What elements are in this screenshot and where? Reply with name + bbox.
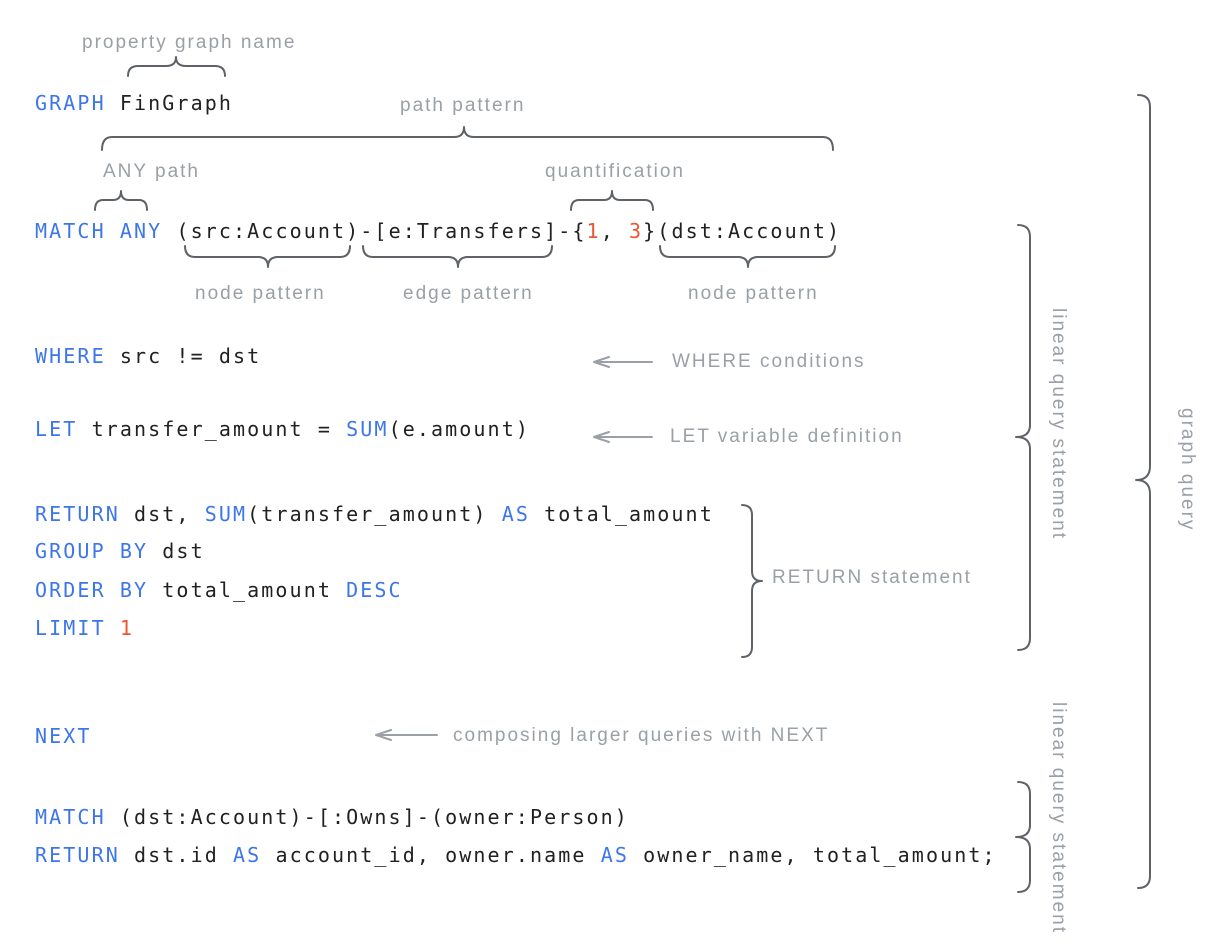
linear-query-statement-2-brace bbox=[1015, 781, 1031, 893]
code-token-kw: GROUP BY bbox=[35, 539, 149, 563]
any-path-label: ANY path bbox=[103, 161, 200, 182]
code-token-kw: MATCH bbox=[35, 805, 106, 829]
code-token-kw: LET bbox=[35, 417, 78, 441]
code-token-num: 1 bbox=[119, 616, 135, 640]
code-token-kw: MATCH bbox=[35, 219, 106, 243]
code-token-kw: ANY bbox=[119, 219, 163, 243]
node-pattern-2-brace bbox=[659, 245, 836, 268]
code-token-kw: LIMIT bbox=[35, 616, 106, 640]
code-line-next: NEXT bbox=[35, 721, 92, 751]
code-token-kw: ORDER BY bbox=[35, 578, 149, 602]
node-pattern-1-brace bbox=[184, 245, 351, 268]
code-token-code bbox=[106, 616, 120, 640]
code-token-kw: AS bbox=[233, 843, 262, 867]
code-token-code: FinGraph bbox=[105, 91, 233, 115]
any-path-brace bbox=[94, 190, 148, 211]
code-token-code: src != dst bbox=[105, 344, 262, 368]
code-token-code: , bbox=[600, 219, 629, 243]
code-token-code: (transfer_amount) bbox=[247, 502, 502, 526]
linear-query-statement-1-brace bbox=[1015, 224, 1031, 651]
node-pattern-1-label: node pattern bbox=[195, 283, 326, 304]
code-token-num: 1 bbox=[586, 219, 601, 243]
let-variable-definition-arrow bbox=[593, 431, 653, 443]
code-token-code: }(dst:Account) bbox=[643, 219, 842, 243]
return-statement-brace bbox=[741, 504, 763, 658]
code-line-match-owns: MATCH (dst:Account)-[:Owns]-(owner:Perso… bbox=[35, 802, 629, 832]
path-pattern-brace bbox=[101, 126, 834, 151]
code-token-kw: RETURN bbox=[35, 502, 120, 526]
code-token-code: (src:Account)-[e:Transfers]-{ bbox=[162, 219, 587, 243]
where-conditions-arrow bbox=[593, 356, 653, 368]
code-token-code bbox=[106, 219, 120, 243]
let-variable-definition-label: LET variable definition bbox=[670, 426, 904, 447]
graph-query-brace bbox=[1135, 94, 1151, 889]
code-token-kw: WHERE bbox=[35, 344, 106, 368]
code-line-match-any: MATCH ANY (src:Account)-[e:Transfers]-{1… bbox=[35, 216, 841, 246]
code-line-limit: LIMIT 1 bbox=[35, 613, 134, 643]
quantification-label: quantification bbox=[545, 161, 685, 182]
edge-pattern-brace bbox=[362, 245, 553, 268]
code-line-order-by: ORDER BY total_amount DESC bbox=[35, 575, 403, 605]
code-line-graph: GRAPH FinGraph bbox=[35, 88, 233, 118]
composing-next-arrow bbox=[375, 729, 438, 741]
node-pattern-2-label: node pattern bbox=[688, 283, 819, 304]
code-token-kw: AS bbox=[501, 502, 530, 526]
code-line-return: RETURN dst, SUM(transfer_amount) AS tota… bbox=[35, 499, 714, 529]
linear-query-statement-2-label: linear query statement bbox=[1048, 702, 1069, 934]
linear-query-statement-1-label: linear query statement bbox=[1048, 308, 1069, 540]
code-line-group-by: GROUP BY dst bbox=[35, 536, 205, 566]
path-pattern-label: path pattern bbox=[400, 95, 526, 116]
quantification-brace bbox=[570, 190, 654, 211]
edge-pattern-label: edge pattern bbox=[403, 283, 534, 304]
code-line-let: LET transfer_amount = SUM(e.amount) bbox=[35, 414, 530, 444]
code-line-return-final: RETURN dst.id AS account_id, owner.name … bbox=[35, 840, 997, 870]
code-token-code: total_amount bbox=[530, 502, 714, 526]
code-token-code: total_amount bbox=[148, 578, 347, 602]
graph-query-label: graph query bbox=[1177, 408, 1198, 532]
code-token-code: owner_name, total_amount; bbox=[628, 843, 997, 867]
property-graph-name-label: property graph name bbox=[82, 32, 297, 53]
composing-next-label: composing larger queries with NEXT bbox=[453, 725, 830, 746]
code-line-where: WHERE src != dst bbox=[35, 341, 261, 371]
where-conditions-label: WHERE conditions bbox=[672, 351, 866, 372]
code-token-code: account_id, owner.name bbox=[261, 843, 601, 867]
code-token-kw: RETURN bbox=[35, 843, 120, 867]
code-token-kw: GRAPH bbox=[35, 91, 106, 115]
code-token-code: dst.id bbox=[119, 843, 233, 867]
return-statement-label: RETURN statement bbox=[772, 567, 972, 588]
code-token-kw: AS bbox=[600, 843, 629, 867]
code-token-num: 3 bbox=[629, 219, 644, 243]
code-token-code: transfer_amount = bbox=[77, 417, 347, 441]
property-graph-name-brace bbox=[127, 56, 226, 77]
code-token-kw: SUM bbox=[346, 417, 389, 441]
code-token-code: (dst:Account)-[:Owns]-(owner:Person) bbox=[105, 805, 629, 829]
code-token-code: dst, bbox=[119, 502, 205, 526]
code-token-kw: NEXT bbox=[35, 724, 92, 748]
code-token-code: (e.amount) bbox=[388, 417, 530, 441]
code-token-code: dst bbox=[148, 539, 205, 563]
code-token-kw: DESC bbox=[346, 578, 403, 602]
code-token-kw: SUM bbox=[204, 502, 248, 526]
